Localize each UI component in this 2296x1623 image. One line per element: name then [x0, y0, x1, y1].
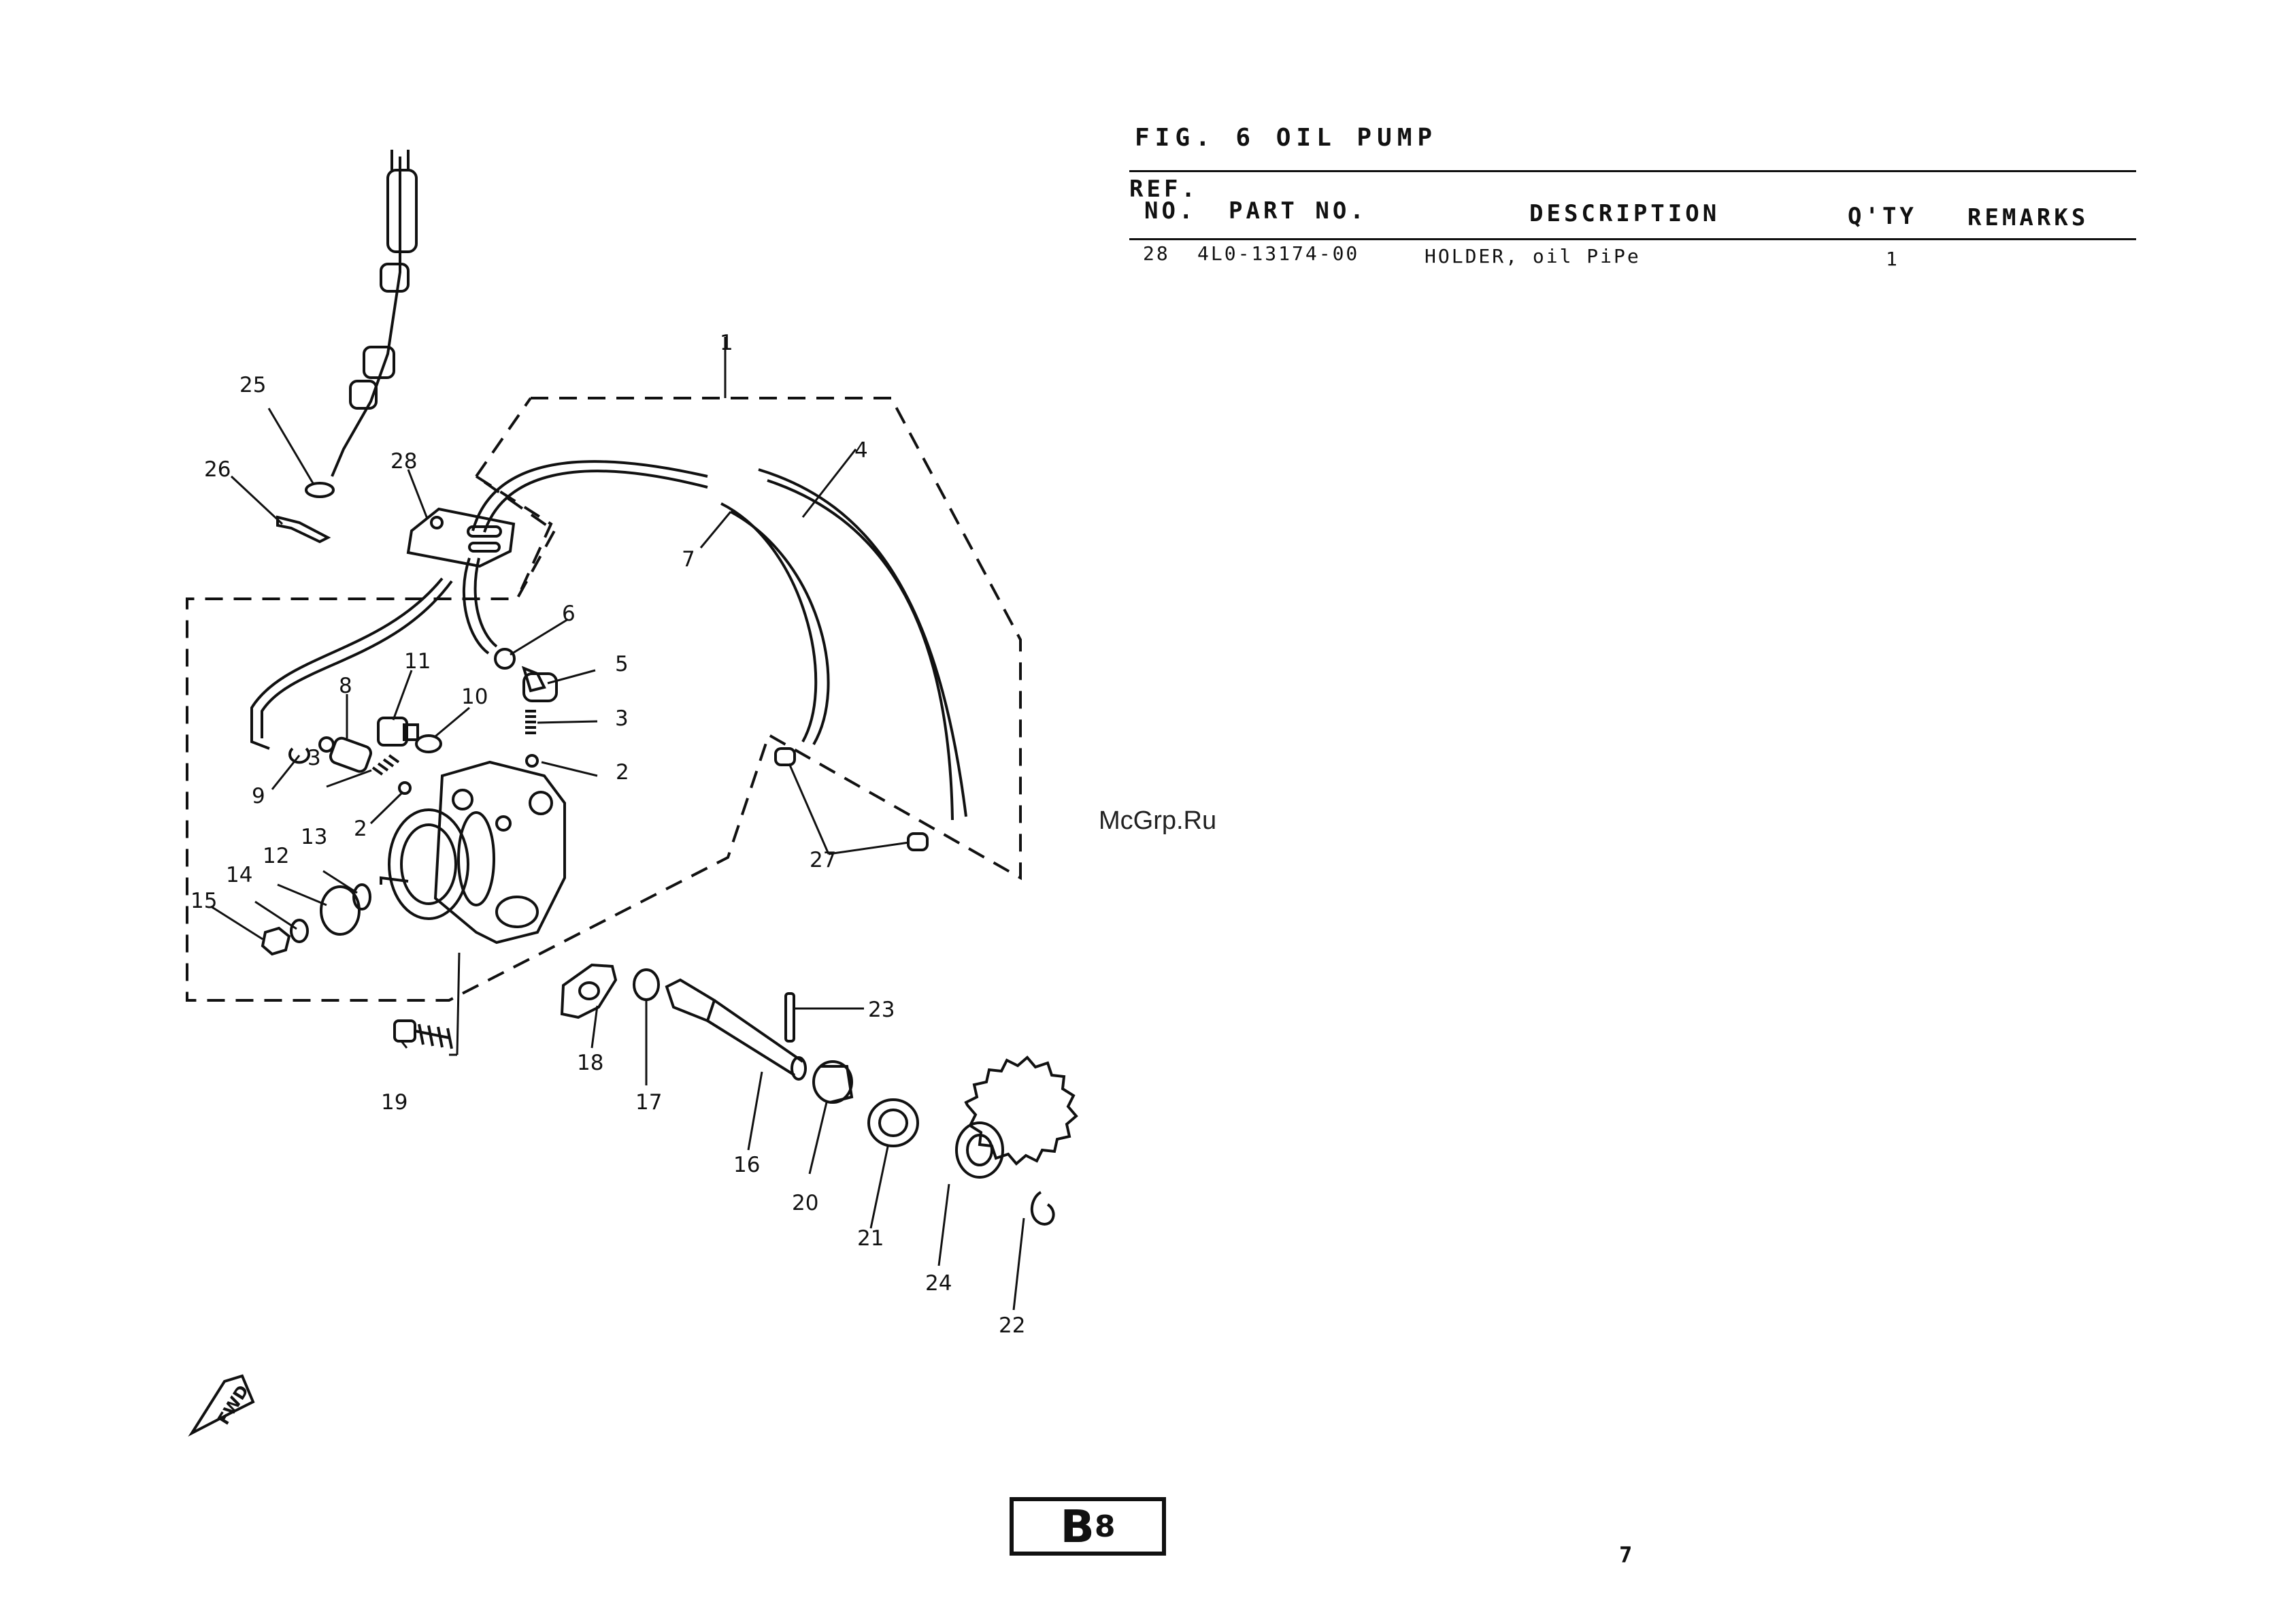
callout-27: 27: [810, 848, 836, 872]
washer-10: [416, 736, 441, 752]
clamp-6: [495, 649, 514, 668]
callout-21: 21: [857, 1226, 884, 1251]
spring-3-lower: [373, 755, 399, 774]
callout-14: 14: [226, 863, 252, 887]
callout-8: 8: [339, 674, 352, 698]
callout-24: 24: [925, 1271, 952, 1296]
callout-22: 22: [999, 1313, 1025, 1338]
callout-10: 10: [461, 685, 488, 709]
leader-lines: [211, 337, 1024, 1310]
callout-1: 1: [720, 331, 733, 355]
callout-13: 13: [301, 825, 327, 849]
section-letter: B: [1061, 1501, 1095, 1553]
callout-4: 4: [854, 438, 868, 463]
oil-cable: [332, 150, 416, 476]
callout-2: 2: [354, 817, 367, 841]
callout-15: 15: [190, 889, 217, 913]
pin-23: [786, 994, 794, 1041]
oil-pump-body: [381, 762, 565, 942]
callout-20: 20: [792, 1191, 818, 1215]
callout-26: 26: [204, 457, 231, 482]
callout-5: 5: [615, 652, 629, 676]
callout-9: 9: [252, 784, 265, 808]
callout-3: 3: [615, 706, 629, 731]
clip-26: [278, 517, 328, 542]
callout-19: 19: [381, 1090, 407, 1115]
collar-20: [814, 1062, 852, 1102]
callout-17: 17: [635, 1090, 662, 1115]
o-ring-17: [634, 970, 659, 1000]
spring-3-upper: [525, 711, 536, 733]
gasket-18: [562, 965, 616, 1017]
gasket-18-hole: [580, 983, 599, 999]
callout-25: 25: [239, 373, 266, 397]
bolt-11: [378, 718, 418, 745]
callout-6: 6: [562, 602, 576, 626]
callout-2: 2: [616, 760, 629, 785]
assembly-boundary: [187, 398, 1020, 1000]
section-number: 8: [1095, 1509, 1116, 1544]
callout-18: 18: [577, 1051, 603, 1075]
clamp-27-b: [908, 834, 927, 850]
page-number: 7: [1619, 1542, 1632, 1568]
holder-28: [408, 509, 514, 566]
nut-15: [263, 928, 289, 954]
callout-3: 3: [307, 746, 321, 770]
bolt-8: [320, 736, 373, 774]
ball-2-upper: [527, 755, 537, 766]
o-ring-25: [306, 483, 333, 497]
washer-21: [869, 1100, 918, 1146]
callout-11: 11: [404, 649, 431, 674]
callout-12: 12: [263, 844, 289, 868]
callout-7: 7: [682, 547, 695, 572]
ball-2-lower: [399, 783, 410, 793]
gear-24: [956, 1058, 1076, 1177]
callout-23: 23: [868, 998, 895, 1022]
oil-pipes: [252, 461, 966, 820]
banjo-bolt-5: [524, 668, 556, 701]
clamp-27-a: [776, 749, 795, 765]
circlip-22: [1032, 1192, 1054, 1224]
callout-16: 16: [733, 1153, 760, 1177]
washer-14: [291, 920, 307, 942]
callout-28: 28: [390, 449, 417, 474]
